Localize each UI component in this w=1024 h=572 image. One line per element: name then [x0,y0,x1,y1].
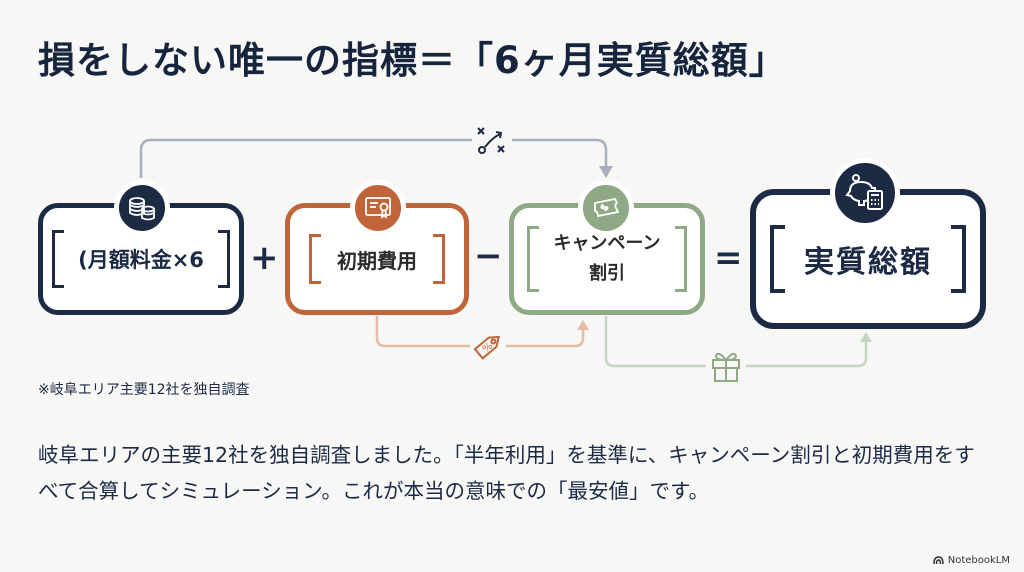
piggy-bank-calculator-icon [830,158,900,228]
survey-note: ※岐阜エリア主要12社を独自調査 [38,382,250,398]
left-bracket [309,234,321,284]
right-bracket [951,225,966,293]
price-tag-icon: % [470,330,506,362]
left-bracket [52,230,65,288]
notebooklm-badge: NotebookLM [933,555,1010,566]
right-bracket [674,226,687,292]
right-bracket [433,234,445,284]
contract-document-icon [350,180,406,236]
monthly-fee-label: (月額料金×6 [78,248,204,272]
notebooklm-label: NotebookLM [947,555,1010,566]
strategy-play-icon [472,124,512,156]
coin-stack-icon [114,180,170,236]
campaign-label-line1: キャンペーン [553,233,661,254]
initial-cost-label: 初期費用 [337,248,417,273]
left-bracket [527,226,540,292]
notebooklm-logo-icon [933,556,944,565]
gift-icon [706,350,746,382]
equals-operator: = [714,238,743,278]
total-cost-label: 実質総額 [804,245,932,280]
right-bracket [217,230,230,288]
left-bracket [770,225,785,293]
plus-operator: + [250,238,279,278]
minus-operator: − [474,236,503,276]
page-title: 損をしない唯一の指標＝「6ヶ月実質総額」 [38,39,787,82]
discount-ticket-icon [578,180,634,236]
campaign-label-line2: 割引 [588,263,625,284]
body-text: 岐阜エリアの主要12社を独自調査しました。「半年利用」を基準に、キャンペーン割引… [38,443,975,503]
